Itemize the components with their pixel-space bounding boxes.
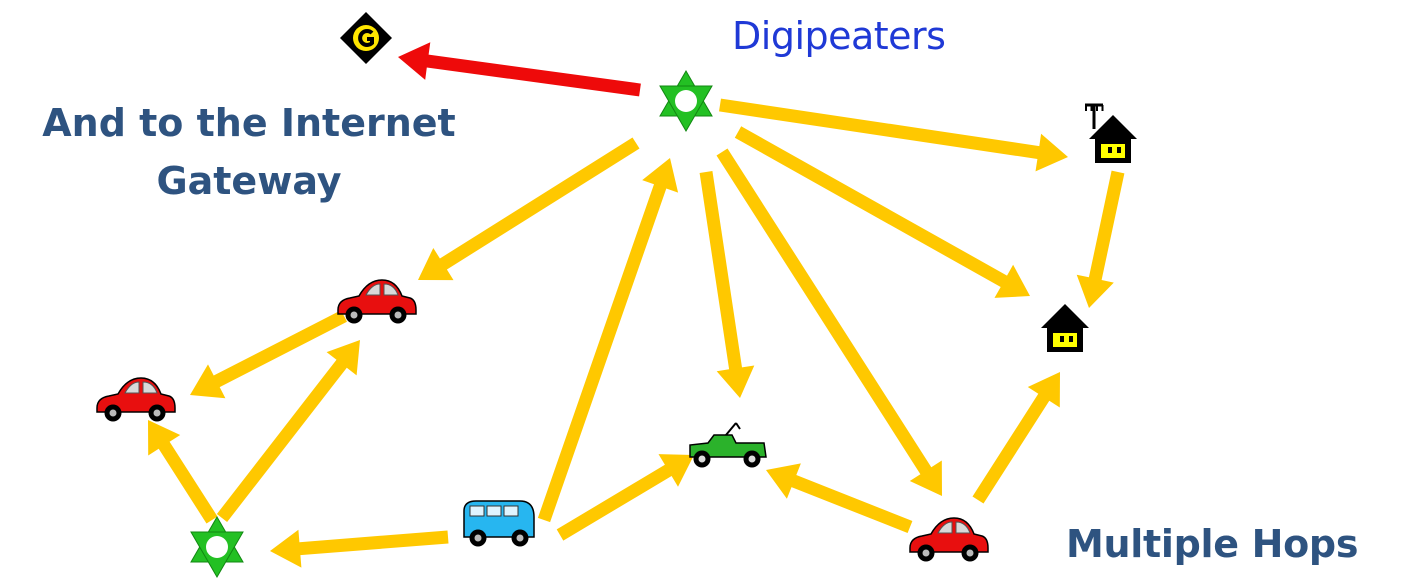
arrow-house-antenna-to-house	[1076, 170, 1125, 308]
multiple-hops-label: Multiple Hops	[1066, 522, 1359, 566]
house-icon	[1041, 304, 1089, 352]
red-car-icon	[337, 279, 417, 324]
node-icons	[96, 12, 1137, 578]
link-arrows	[148, 42, 1125, 568]
arrow-van-to-digi-main	[537, 158, 679, 523]
arrow-van-to-jeep	[556, 454, 694, 541]
gateway-diamond-icon	[340, 12, 392, 64]
arrow-car-right-to-house	[972, 372, 1060, 504]
digipeater-star-icon	[659, 70, 713, 132]
arrow-digi-main-to-house-antenna	[719, 98, 1068, 172]
house-with-antenna-icon	[1085, 103, 1137, 163]
red-car-icon	[96, 377, 176, 422]
arrow-digi-low-to-car-center	[148, 420, 218, 524]
red-car-icon	[909, 517, 989, 562]
blue-van-icon	[463, 500, 535, 547]
arrow-digi-low-to-car-left	[216, 340, 360, 522]
internet-gateway-label: And to the Internet Gateway	[42, 101, 456, 203]
arrow-car-right-to-jeep	[766, 463, 913, 533]
arrow-van-to-digi-low	[270, 529, 449, 568]
arrow-digi-main-to-house	[734, 126, 1030, 298]
digipeater-star-icon	[190, 516, 244, 578]
green-jeep-icon	[689, 422, 767, 468]
arrow-digi-main-to-car-right	[716, 148, 942, 496]
arrow-digi-main-to-gateway	[398, 42, 641, 97]
arrow-digi-main-to-jeep	[699, 171, 755, 398]
arrow-car-center-to-car-left	[190, 310, 347, 399]
digipeaters-label: Digipeaters	[732, 14, 946, 58]
arrow-digi-main-to-car-center	[418, 137, 640, 281]
